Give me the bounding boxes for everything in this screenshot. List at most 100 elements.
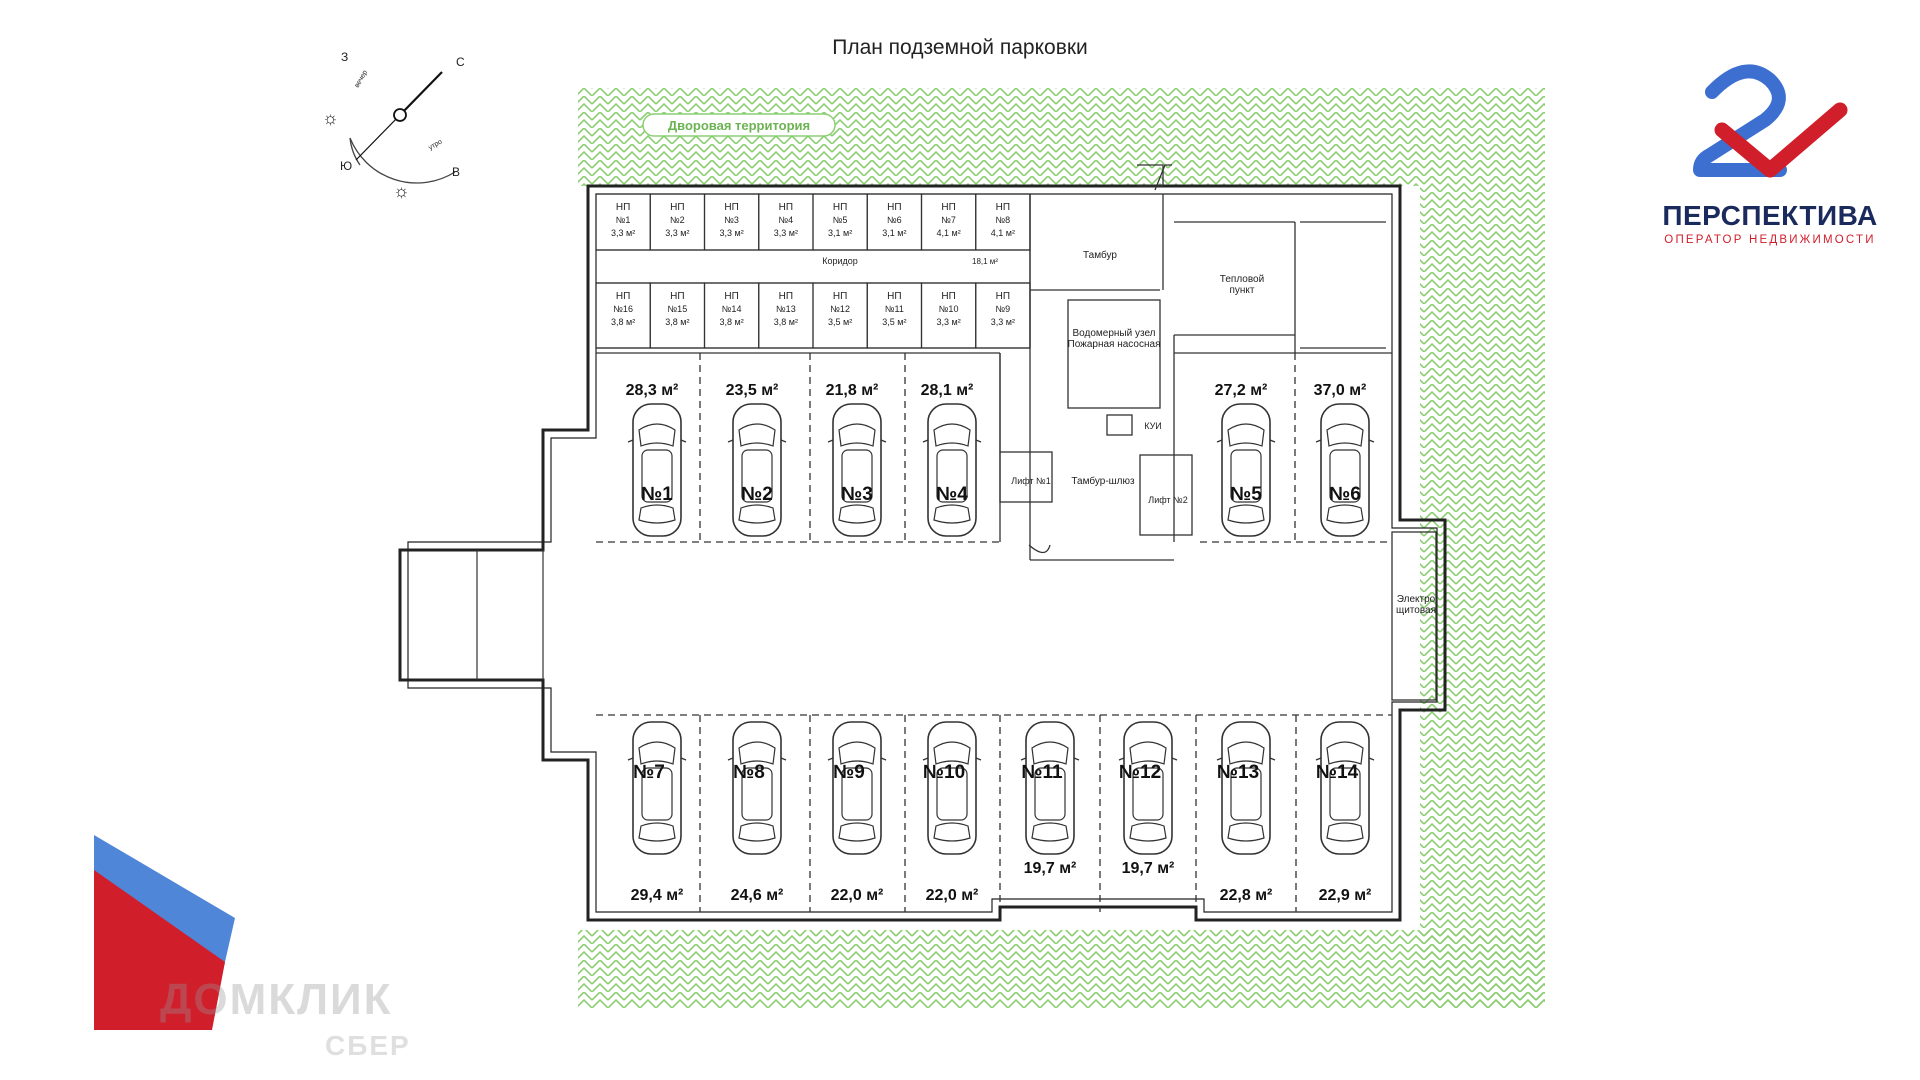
storage-area: 3,5 м² <box>882 317 906 327</box>
storage-num: №5 <box>833 215 848 225</box>
storage-cell: НП №6 3,1 м² <box>866 193 923 251</box>
storage-prefix: НП <box>887 291 901 302</box>
spot-number: №4 <box>936 484 968 505</box>
water-label-1: Водомерный узел <box>1072 328 1155 339</box>
storage-prefix: НП <box>670 291 684 302</box>
storage-area: 3,1 м² <box>828 228 852 238</box>
storage-num: №4 <box>779 215 794 225</box>
spot-number: №2 <box>741 484 773 505</box>
storage-area: 3,8 м² <box>665 317 689 327</box>
decor-flag <box>94 835 235 1030</box>
compass-needle-north <box>399 71 443 116</box>
storage-cell: НП №5 3,1 м² <box>812 193 868 251</box>
car-icon <box>1020 721 1080 855</box>
parking-spot: 28,3 м² №1 <box>626 382 687 537</box>
parking-spot: 28,1 м² №4 <box>921 382 982 537</box>
spot-area: 19,7 м² <box>1122 860 1175 877</box>
storage-prefix: НП <box>833 202 847 213</box>
water-label-2: Пожарная насосная <box>1068 339 1161 350</box>
storage-num: №6 <box>887 215 902 225</box>
storage-prefix: НП <box>616 291 630 302</box>
storage-cell: НП №15 3,8 м² <box>649 282 706 349</box>
storage-prefix: НП <box>941 202 955 213</box>
brand-name: ПЕРСПЕКТИВА <box>1662 200 1878 231</box>
car-icon <box>1118 721 1178 855</box>
car-icon <box>922 403 982 537</box>
spot-number: №13 <box>1217 762 1259 783</box>
spot-area: 22,9 м² <box>1319 887 1372 904</box>
storage-prefix: НП <box>724 291 738 302</box>
lift1-label: Лифт №1 <box>1011 476 1050 486</box>
tambur-lock-label: Тамбур-шлюз <box>1071 475 1135 487</box>
storage-num: №13 <box>776 304 796 314</box>
spot-dividers <box>699 353 1297 912</box>
storage-num: №15 <box>668 304 688 314</box>
compass-morning: утро <box>428 138 444 151</box>
parking-spot: 22,9 м² №14 <box>1315 721 1375 904</box>
storage-cell: НП №14 3,8 м² <box>703 282 760 349</box>
corridor-label: Коридор <box>822 256 858 266</box>
storage-prefix: НП <box>833 291 847 302</box>
electrical-room <box>1391 531 1437 701</box>
top-parking-lines <box>596 222 1392 543</box>
storage-num: №3 <box>724 215 739 225</box>
storage-area: 3,8 м² <box>774 317 798 327</box>
storage-num: №14 <box>722 304 742 314</box>
compass-needle-south <box>355 114 401 161</box>
spot-number: №12 <box>1119 762 1161 783</box>
room-labels: Тамбур Тепловой пункт Водомерный узел По… <box>1011 249 1436 616</box>
spot-area: 22,0 м² <box>831 887 884 904</box>
storage-num: №7 <box>941 215 956 225</box>
spot-number: №14 <box>1316 762 1359 783</box>
brand-block: ПЕРСПЕКТИВА ОПЕРАТОР НЕДВИЖИМОСТИ <box>1660 200 1880 246</box>
courtyard-label-text: Дворовая территория <box>668 118 810 133</box>
car-icon <box>1315 403 1375 537</box>
service-core <box>999 164 1386 561</box>
spot-area: 19,7 м² <box>1024 860 1077 877</box>
spot-area: 21,8 м² <box>826 382 879 399</box>
brand-logo-icon <box>1693 64 1848 178</box>
spot-area: 28,1 м² <box>921 382 974 399</box>
car-icon <box>1216 721 1276 855</box>
car-icon <box>1216 403 1276 537</box>
spot-number: №1 <box>641 484 673 505</box>
storage-num: №2 <box>670 215 685 225</box>
spot-area: 37,0 м² <box>1314 382 1367 399</box>
storage-num: №16 <box>613 304 633 314</box>
storage-area: 3,3 м² <box>665 228 689 238</box>
spot-area: 28,3 м² <box>626 382 679 399</box>
storage-prefix: НП <box>724 202 738 213</box>
storage-area: 3,8 м² <box>720 317 744 327</box>
heat-label-1: Тепловой <box>1220 274 1264 285</box>
courtyard-label: Дворовая территория <box>642 113 836 137</box>
storage-area: 3,5 м² <box>828 317 852 327</box>
spot-number: №10 <box>923 762 965 783</box>
car-icon <box>727 721 787 855</box>
storage-num: №8 <box>996 215 1011 225</box>
elec-label-1: Электро <box>1397 594 1436 605</box>
car-icon <box>827 403 887 537</box>
storage-prefix: НП <box>887 202 901 213</box>
spot-number: №5 <box>1230 484 1262 505</box>
storage-prefix: НП <box>941 291 955 302</box>
storage-area: 3,1 м² <box>882 228 906 238</box>
heat-label-2: пункт <box>1229 285 1254 296</box>
spot-number: №6 <box>1329 484 1361 505</box>
car-icon <box>627 721 687 855</box>
